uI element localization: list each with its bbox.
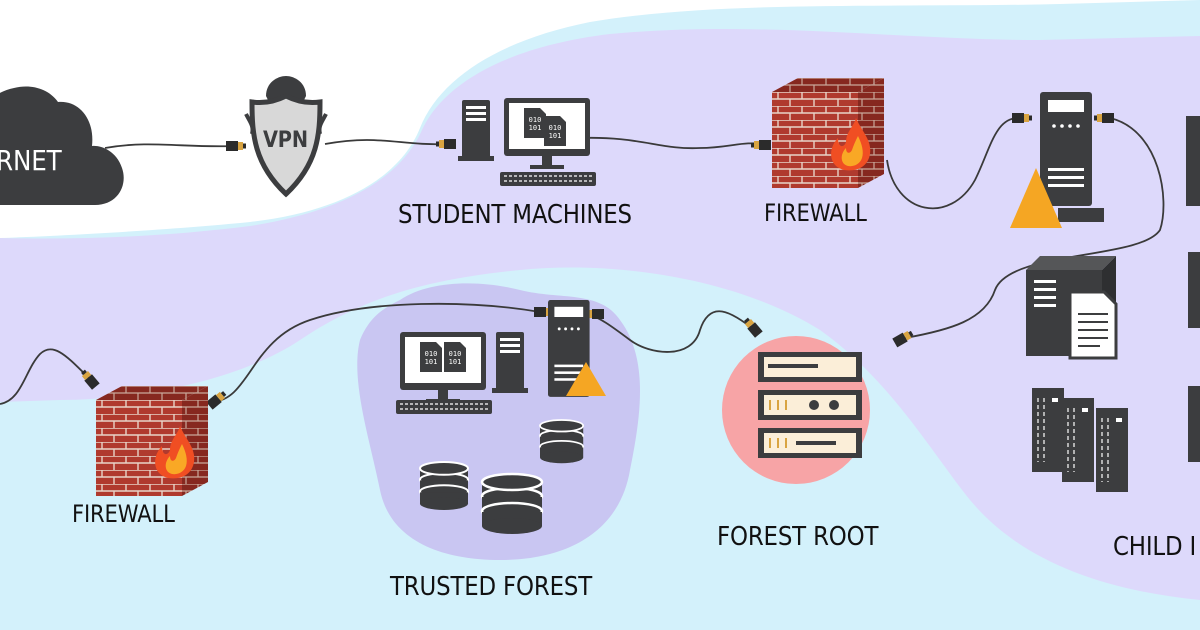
network-cables bbox=[0, 117, 1165, 405]
vpn-shield-icon bbox=[244, 76, 328, 198]
server-edge-right bbox=[1186, 116, 1200, 462]
rack-server-icon bbox=[758, 352, 862, 458]
warning-icon-top bbox=[1010, 168, 1062, 228]
forest-root-label: FOREST ROOT bbox=[717, 522, 879, 552]
child-domain-label: CHILD I bbox=[1113, 532, 1197, 562]
student-machines-label: STUDENT MACHINES bbox=[398, 200, 632, 230]
firewall-bottom-label: FIREWALL bbox=[72, 500, 175, 528]
server-tower-icon bbox=[1040, 92, 1104, 222]
child-domain-zone bbox=[0, 29, 1200, 600]
firewall-top-label: FIREWALL bbox=[764, 199, 867, 227]
firewall-icon-bottom bbox=[96, 386, 208, 496]
internet-label: RNET bbox=[0, 144, 62, 177]
cloud-icon bbox=[0, 86, 124, 205]
vpn-label: VPN bbox=[263, 128, 308, 153]
firewall-icon-top bbox=[772, 78, 884, 188]
trusted-forest-label: TRUSTED FOREST bbox=[390, 572, 593, 602]
document-icon bbox=[1068, 290, 1118, 360]
